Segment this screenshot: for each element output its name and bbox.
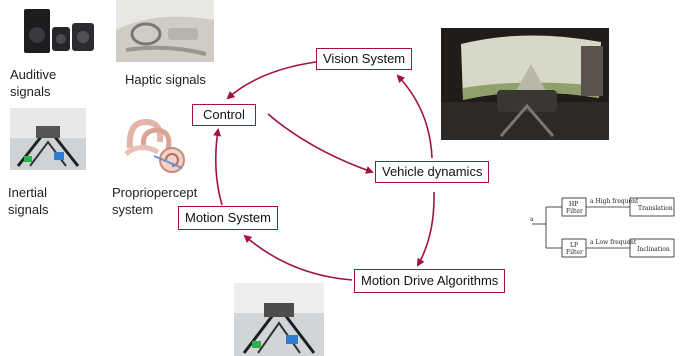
translation-block xyxy=(629,197,675,217)
motion-platform-image-bottom xyxy=(234,283,324,356)
control-node: Control xyxy=(192,104,256,126)
filter-block-diagram: a HP Filter LP Filter a High frequent a … xyxy=(530,197,675,258)
hp-label-1: HP xyxy=(569,201,578,208)
inertial-line2: signals xyxy=(8,202,49,217)
motion-drive-algorithms-node: Motion Drive Algorithms xyxy=(354,269,506,293)
inertial-line1: Inertial xyxy=(8,185,48,200)
proprio-line1: Propriopercept xyxy=(112,185,198,200)
motion-system-node: Motion System xyxy=(178,206,278,230)
inclination-label: Inclination xyxy=(637,246,670,253)
translation-label: Translation xyxy=(638,205,673,212)
hp-output-label: a High frequent xyxy=(590,198,639,205)
proprio-line2: system xyxy=(112,202,154,217)
driving-simulator-image xyxy=(441,28,609,140)
vehicle-dynamics-node: Vehicle dynamics xyxy=(375,161,490,183)
proprioperceptive-label: Propriopercept system xyxy=(112,184,197,218)
auditive-line1: Auditive xyxy=(10,67,57,82)
auditive-signals-label: Auditive signals xyxy=(10,66,56,100)
arrow-vehicle-to-vision xyxy=(396,74,433,159)
filter-input-label: a xyxy=(530,216,534,223)
auditive-line2: signals xyxy=(10,84,51,99)
arrow-control-to-vehicle xyxy=(267,113,374,174)
motion-platform-image-left xyxy=(10,108,86,170)
inertial-signals-label: Inertial signals xyxy=(8,184,48,218)
speakers-image xyxy=(8,5,100,63)
vision-system-node: Vision System xyxy=(316,48,413,70)
inner-ear-image xyxy=(110,108,206,182)
arrow-mda-to-motion xyxy=(243,234,353,281)
arrow-motion-to-control xyxy=(213,128,223,206)
lp-label-2: Filter xyxy=(566,249,583,256)
lp-label-1: LP xyxy=(570,242,578,249)
arrow-vision-to-control xyxy=(226,61,317,100)
hp-label-2: Filter xyxy=(566,208,583,215)
car-interior-image xyxy=(116,0,214,62)
haptic-signals-label: Haptic signals xyxy=(125,72,206,87)
arrow-vehicle-to-mda xyxy=(417,191,435,267)
inclination-block xyxy=(629,238,675,258)
lp-output-label: a Low frequent xyxy=(590,239,637,246)
